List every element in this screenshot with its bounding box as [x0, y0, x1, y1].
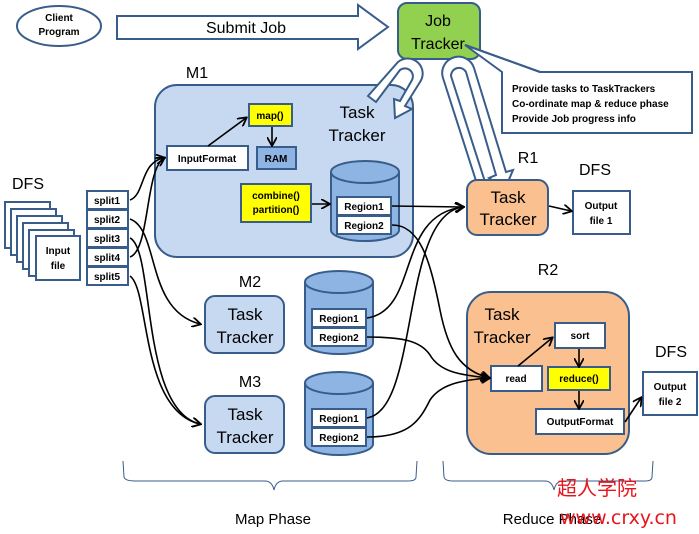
split-1[interactable]: split1 [86, 190, 129, 210]
svg-text:map(): map() [256, 111, 283, 122]
m1-combine-partition[interactable]: combine() partition() [240, 183, 312, 223]
submit-job-label: Submit Job [206, 20, 286, 37]
svg-text:RAM: RAM [265, 154, 288, 165]
m1-task-tracker[interactable]: Task Tracker InputFormat map() RAM combi… [154, 84, 414, 258]
m1-map-function[interactable]: map() [248, 103, 293, 127]
m3-region1[interactable]: Region1 [311, 408, 367, 428]
svg-text:file 2: file 2 [659, 397, 682, 408]
split-5[interactable]: split5 [86, 266, 129, 286]
m3-region2[interactable]: Region2 [311, 427, 367, 447]
r2-read[interactable]: read [490, 365, 543, 392]
svg-text:Region2: Region2 [319, 333, 359, 344]
r2-reduce-function[interactable]: reduce() [547, 366, 611, 391]
m2-region1[interactable]: Region1 [311, 308, 367, 328]
job-tracker-line1: Job [425, 13, 451, 30]
m1-ram: RAM [256, 146, 297, 170]
r2-label: R2 [538, 262, 559, 279]
input-file-line1: Input [46, 246, 71, 257]
job-tracker-callout: Provide tasks to TaskTrackers Co-ordinat… [464, 44, 693, 134]
m3-disk: Region1 Region2 [304, 371, 374, 456]
svg-text:Region1: Region1 [344, 202, 384, 213]
m1-region2[interactable]: Region2 [336, 215, 392, 235]
m2-disk: Region1 Region2 [304, 270, 374, 355]
svg-text:split4: split4 [94, 253, 121, 264]
client-label-line1: Client [45, 13, 73, 24]
client-program[interactable]: Client Program [16, 5, 102, 47]
split-2[interactable]: split2 [86, 209, 129, 229]
r2-task-tracker[interactable]: Task Tracker read sort reduce() OutputFo… [466, 291, 630, 455]
r1-output-file[interactable]: Output file 1 [572, 190, 631, 235]
m1-disk: Region1 Region2 [330, 160, 400, 242]
svg-text:Tracker: Tracker [217, 428, 274, 447]
splits: split1 split2 split3 split4 split5 [86, 190, 129, 286]
r2-output-file[interactable]: Output file 2 [642, 371, 698, 416]
svg-text:Output: Output [654, 382, 687, 393]
svg-text:combine(): combine() [252, 191, 300, 202]
input-file-stack[interactable]: Input file [4, 201, 81, 281]
m2-label: M2 [239, 274, 261, 291]
svg-text:Task: Task [228, 305, 263, 324]
map-phase-brace [122, 460, 418, 491]
svg-text:file 1: file 1 [590, 216, 613, 227]
svg-text:split5: split5 [94, 272, 121, 283]
watermark-url: www.crxy.cn [560, 507, 677, 529]
m1-region1[interactable]: Region1 [336, 196, 392, 216]
split-3[interactable]: split3 [86, 228, 129, 248]
map-phase-label: Map Phase [235, 511, 311, 528]
m1-title-line1: Task [340, 103, 375, 122]
r1-task-tracker[interactable]: Task Tracker [466, 179, 549, 236]
submit-job-arrow: Submit Job [116, 3, 390, 51]
svg-text:read: read [505, 374, 526, 385]
m1-input-format[interactable]: InputFormat [166, 145, 249, 171]
split-4[interactable]: split4 [86, 247, 129, 267]
m3-task-tracker[interactable]: Task Tracker [204, 395, 285, 454]
m2-task-tracker[interactable]: Task Tracker [204, 295, 285, 354]
svg-text:Region1: Region1 [319, 414, 359, 425]
svg-text:split1: split1 [94, 196, 121, 207]
r2-sort[interactable]: sort [554, 322, 606, 349]
svg-text:OutputFormat: OutputFormat [547, 417, 614, 428]
dfs-input-label: DFS [12, 176, 44, 193]
svg-text:Region1: Region1 [319, 314, 359, 325]
m2-region2[interactable]: Region2 [311, 327, 367, 347]
callout-line-2: Co-ordinate map & reduce phase [512, 99, 669, 110]
svg-text:Tracker: Tracker [217, 328, 274, 347]
reduce-phase-label: Reduce Phase [503, 511, 601, 528]
r2-output-format[interactable]: OutputFormat [535, 408, 625, 435]
r2-dfs-label: DFS [655, 344, 687, 361]
svg-text:Tracker: Tracker [480, 210, 537, 229]
r1-label: R1 [518, 150, 539, 167]
svg-text:sort: sort [571, 331, 591, 342]
svg-text:Task: Task [491, 188, 526, 207]
r1-dfs-label: DFS [579, 162, 611, 179]
callout-line-1: Provide tasks to TaskTrackers [512, 84, 656, 95]
m3-label: M3 [239, 374, 261, 391]
svg-text:split3: split3 [94, 234, 121, 245]
shuffle-connections [366, 206, 489, 438]
m1-label: M1 [186, 65, 208, 82]
job-tracker-to-m1-arrow [366, 57, 424, 120]
reduce-phase-brace [442, 460, 654, 491]
svg-text:Task: Task [485, 305, 520, 324]
svg-text:Output: Output [585, 201, 618, 212]
svg-text:Task: Task [228, 405, 263, 424]
job-tracker[interactable]: Job Tracker [397, 2, 481, 60]
m1-title-line2: Tracker [329, 126, 386, 145]
svg-text:reduce(): reduce() [559, 374, 598, 385]
watermark-chinese: 超人学院 [557, 476, 637, 500]
svg-text:Region2: Region2 [319, 433, 359, 444]
client-label-line2: Program [38, 27, 79, 38]
svg-text:Region2: Region2 [344, 221, 384, 232]
input-file-line2: file [51, 261, 66, 272]
split-connections [129, 158, 200, 424]
svg-text:partition(): partition() [253, 205, 300, 216]
job-tracker-to-r1-arrow [441, 55, 515, 191]
svg-text:split2: split2 [94, 215, 121, 226]
job-tracker-line2: Tracker [411, 36, 465, 53]
callout-line-3: Provide Job progress info [512, 114, 636, 125]
svg-text:Tracker: Tracker [474, 328, 531, 347]
svg-text:InputFormat: InputFormat [178, 154, 237, 165]
